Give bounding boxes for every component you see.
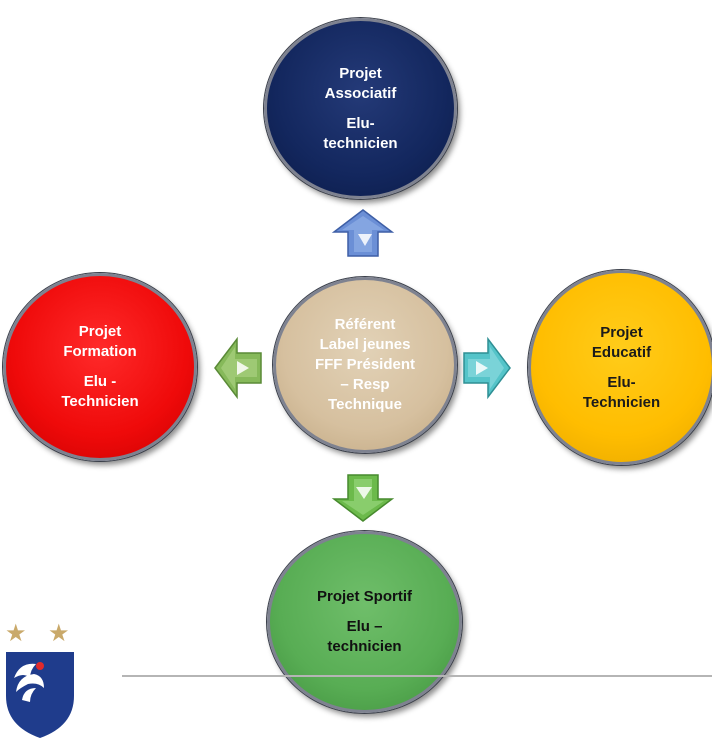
node-sub-line: Elu- bbox=[607, 373, 636, 391]
node-title-line: Projet bbox=[78, 323, 122, 340]
node-projet-sportif: Projet Sportif Elu – technicien bbox=[267, 531, 462, 713]
center-line: Label jeunes bbox=[319, 336, 411, 353]
center-line: FFF Président bbox=[314, 356, 415, 373]
arrow-left-icon bbox=[214, 336, 262, 400]
arrow-down-icon bbox=[331, 474, 395, 522]
node-projet-formation: Projet Formation Elu - Technicien bbox=[3, 273, 197, 461]
arrow-up-icon bbox=[331, 209, 395, 257]
node-title-line: Educatif bbox=[591, 343, 652, 361]
node-title-line: Projet bbox=[339, 64, 382, 82]
center-line: Référent bbox=[334, 316, 396, 333]
node-projet-associatif: Projet Associatif Elu- technicien bbox=[264, 18, 457, 199]
node-sub-line: technicien bbox=[327, 638, 402, 655]
node-projet-educatif: Projet Educatif Elu- Technicien bbox=[528, 270, 712, 465]
node-title-line: Projet bbox=[600, 323, 643, 341]
node-sub-line: Elu - bbox=[83, 373, 117, 390]
node-title-line: Formation bbox=[63, 343, 137, 360]
fff-rooster-crest-icon bbox=[6, 652, 74, 738]
footer-divider bbox=[122, 675, 712, 677]
center-line: – Resp bbox=[340, 376, 390, 393]
node-title-line: Projet Sportif bbox=[316, 588, 412, 605]
node-sub-line: Technicien bbox=[61, 393, 139, 410]
node-sub-line: Elu – bbox=[346, 618, 383, 635]
node-sub-line: technicien bbox=[323, 134, 398, 152]
star-icon: ★ bbox=[5, 620, 27, 647]
node-sub-line: Elu- bbox=[346, 114, 375, 132]
node-sub-line: Technicien bbox=[582, 393, 661, 411]
star-icon: ★ bbox=[48, 620, 70, 647]
node-title-line: Associatif bbox=[324, 84, 397, 102]
node-referent-label-jeunes: Référent Label jeunes FFF Président – Re… bbox=[273, 277, 457, 453]
arrow-right-icon bbox=[463, 336, 511, 400]
center-line: Technique bbox=[328, 396, 402, 413]
